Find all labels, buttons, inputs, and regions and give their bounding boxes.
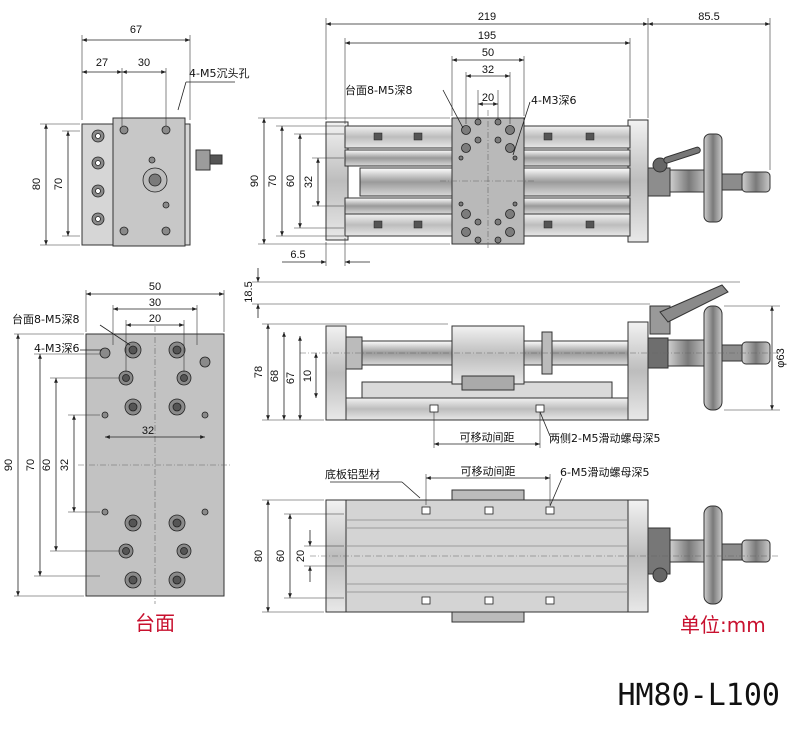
top-dim-60: 60	[285, 175, 297, 187]
table-note-m3: 4-M3深6	[34, 342, 79, 355]
top-left-end-block	[325, 121, 349, 241]
side-dim-phi63: φ63	[775, 348, 787, 367]
top-dim-70: 70	[267, 175, 279, 187]
table-view: 50 30 20 台面8-M5深8 4-M3深6 32 90 70 60 32 …	[3, 281, 232, 635]
table-dim-70: 70	[25, 459, 37, 471]
front-view: 67 27 30 4-M5沉头孔 80 70	[31, 24, 249, 247]
model-name: HM80-L100	[617, 678, 780, 713]
side-dim-18-5: 18.5	[243, 281, 255, 302]
side-right-end-block	[627, 321, 649, 421]
front-note-holes: 4-M5沉头孔	[189, 67, 249, 80]
side-dim-78: 78	[253, 366, 265, 378]
front-screw-holes	[91, 125, 171, 236]
unit-label: 单位:mm	[680, 613, 766, 637]
front-dim-height: 80	[31, 178, 43, 190]
side-dim-10: 10	[302, 370, 314, 382]
table-holes	[99, 341, 211, 589]
front-dim-hole-pitch: 30	[138, 57, 150, 69]
table-dim-32v: 32	[59, 459, 71, 471]
bottom-dim-60: 60	[275, 550, 287, 562]
table-caption: 台面	[135, 611, 175, 635]
table-dim-50: 50	[149, 281, 161, 293]
table-dim-30: 30	[149, 297, 161, 309]
table-note-holes: 台面8-M5深8	[12, 312, 79, 326]
top-dim-6-5: 6.5	[290, 249, 305, 261]
bottom-dim-20: 20	[295, 550, 307, 562]
top-view: 219 85.5 195 50 32 20 台面8-M5深8 4-M3深6 90…	[249, 11, 771, 266]
top-dim-50: 50	[482, 47, 494, 59]
table-dim-60: 60	[41, 459, 53, 471]
table-dim-90: 90	[3, 459, 15, 471]
top-note-table-holes: 台面8-M5深8	[345, 83, 412, 97]
top-dim-20: 20	[482, 92, 494, 104]
top-note-m3: 4-M3深6	[531, 94, 576, 107]
top-handwheel	[647, 133, 771, 223]
side-dim-67: 67	[285, 372, 297, 384]
bottom-label-profile: 底板铝型材	[325, 467, 380, 481]
side-note-nuts: 两侧2-M5滑动螺母深5	[549, 432, 660, 445]
bottom-view: 底板铝型材 可移动间距 6-M5滑动螺母深5 80 60 20	[253, 465, 780, 623]
side-dim-68: 68	[269, 370, 281, 382]
top-table-holes	[458, 118, 518, 244]
top-dim-90: 90	[249, 175, 261, 187]
top-rail-holes	[373, 132, 595, 229]
top-dim-32v: 32	[303, 176, 315, 188]
top-dim-32: 32	[482, 64, 494, 76]
top-right-end-block	[627, 119, 649, 243]
bottom-label-travel: 可移动间距	[461, 465, 516, 478]
top-dim-handwheel: 85.5	[698, 11, 719, 23]
side-handwheel	[647, 284, 771, 411]
top-dim-body-length: 195	[478, 30, 496, 42]
top-dim-total-length: 219	[478, 11, 496, 23]
table-dim-20: 20	[149, 313, 161, 325]
front-dim-inner-height: 70	[53, 178, 65, 190]
side-base	[345, 397, 629, 421]
side-carriage	[451, 325, 525, 385]
front-dim-hole-offset: 27	[96, 57, 108, 69]
table-dim-32: 32	[142, 425, 154, 437]
front-dim-width: 67	[130, 24, 142, 36]
bottom-note-nuts: 6-M5滑动螺母深5	[560, 466, 649, 479]
side-label-travel: 可移动间距	[460, 431, 515, 444]
side-left-end-block	[325, 325, 347, 421]
bottom-dim-80: 80	[253, 550, 265, 562]
side-view: 18.5 78 68 67 10 φ63 可移动间距 两侧2-M5滑动螺母深5	[243, 268, 787, 448]
bottom-handwheel	[647, 505, 771, 605]
